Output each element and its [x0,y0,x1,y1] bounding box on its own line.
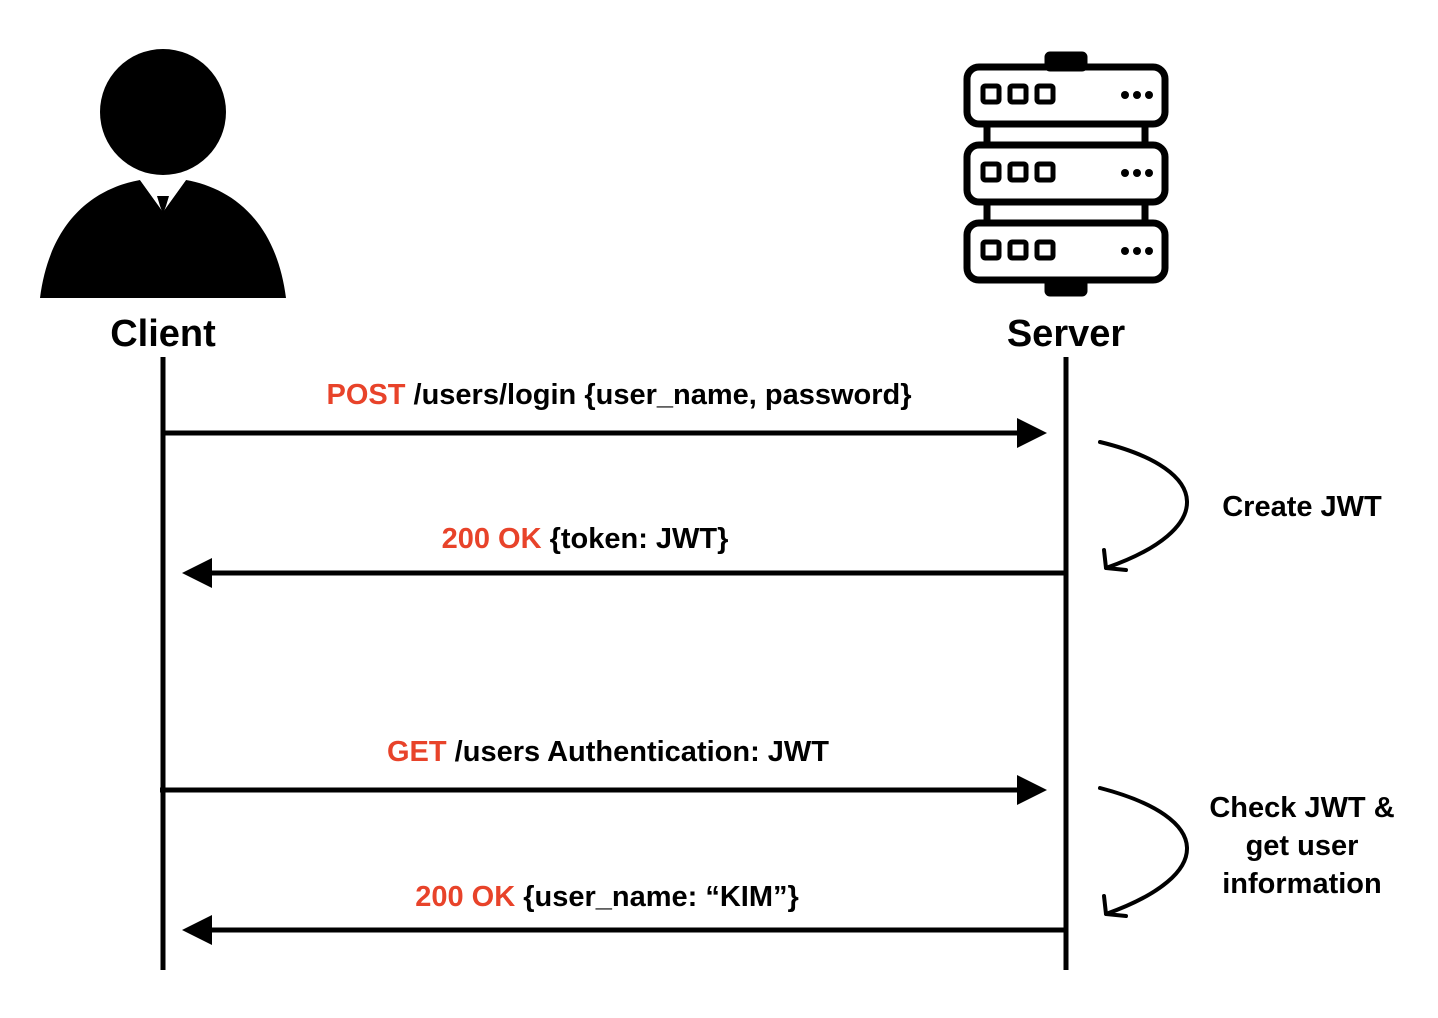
note-create-jwt: Create JWT [1222,488,1382,526]
http-status: 200 OK [441,523,542,555]
note-line: Check JWT & [1209,792,1395,824]
message-label-post-login: POST /users/login {user_name, password} [326,381,911,410]
server-label: Server [1006,313,1126,355]
note-line: information [1222,868,1382,900]
curved-arrow-icon [1098,786,1189,918]
person-icon [40,49,286,298]
note-check-jwt: Check JWT & get user information [1209,789,1394,903]
curved-arrow-icon [1098,440,1189,572]
http-method: GET [386,736,447,768]
message-label-user-response: 200 OK {user_name: “KIM”} [415,883,799,912]
note-line: Create JWT [1222,491,1382,523]
message-label-get-users: GET /users Authentication: JWT [387,738,829,767]
message-text: {user_name: “KIM”} [523,881,799,913]
http-method: POST [326,379,406,411]
http-status: 200 OK [415,881,516,913]
message-label-token-response: 200 OK {token: JWT} [442,525,729,554]
message-text: {token: JWT} [549,523,729,555]
message-text: /users Authentication: JWT [454,736,830,768]
note-line: get user [1245,830,1359,862]
server-rack-icon [963,51,1169,297]
client-label: Client [110,313,216,355]
message-text: /users/login {user_name, password} [413,379,912,411]
